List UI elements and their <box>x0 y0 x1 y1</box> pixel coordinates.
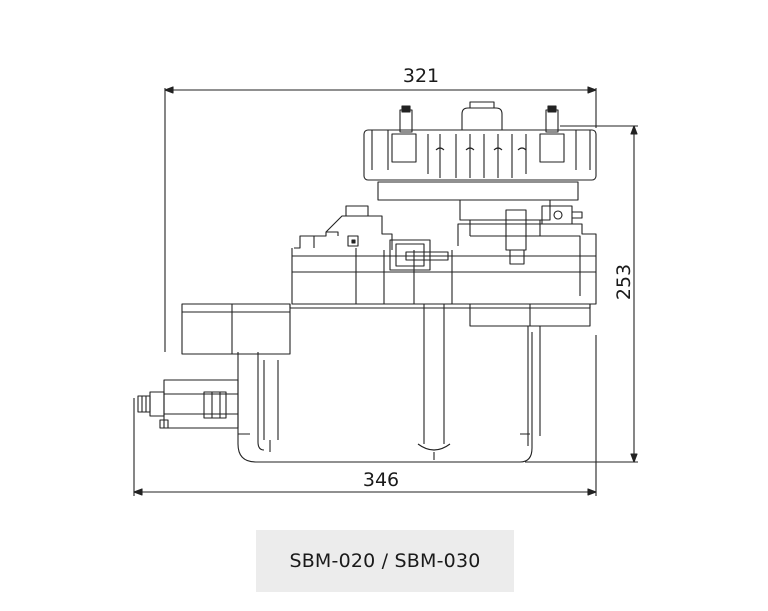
model-caption: SBM-020 / SBM-030 <box>289 550 481 572</box>
model-caption-box: SBM-020 / SBM-030 <box>256 530 514 592</box>
dimension-bottom <box>133 335 597 496</box>
neck <box>377 181 579 236</box>
top-cap <box>363 101 597 181</box>
main-housing <box>291 205 597 327</box>
actuator-dimension-drawing: 321 346 253 <box>133 65 638 496</box>
left-block <box>181 303 291 355</box>
dimension-right <box>525 125 638 463</box>
dimension-label-bottom: 346 <box>363 469 399 491</box>
left-connector <box>137 379 239 429</box>
dimension-top <box>164 86 597 352</box>
dimension-label-top: 321 <box>403 65 439 87</box>
dimension-label-right: 253 <box>613 264 635 300</box>
lower-body <box>237 304 591 463</box>
